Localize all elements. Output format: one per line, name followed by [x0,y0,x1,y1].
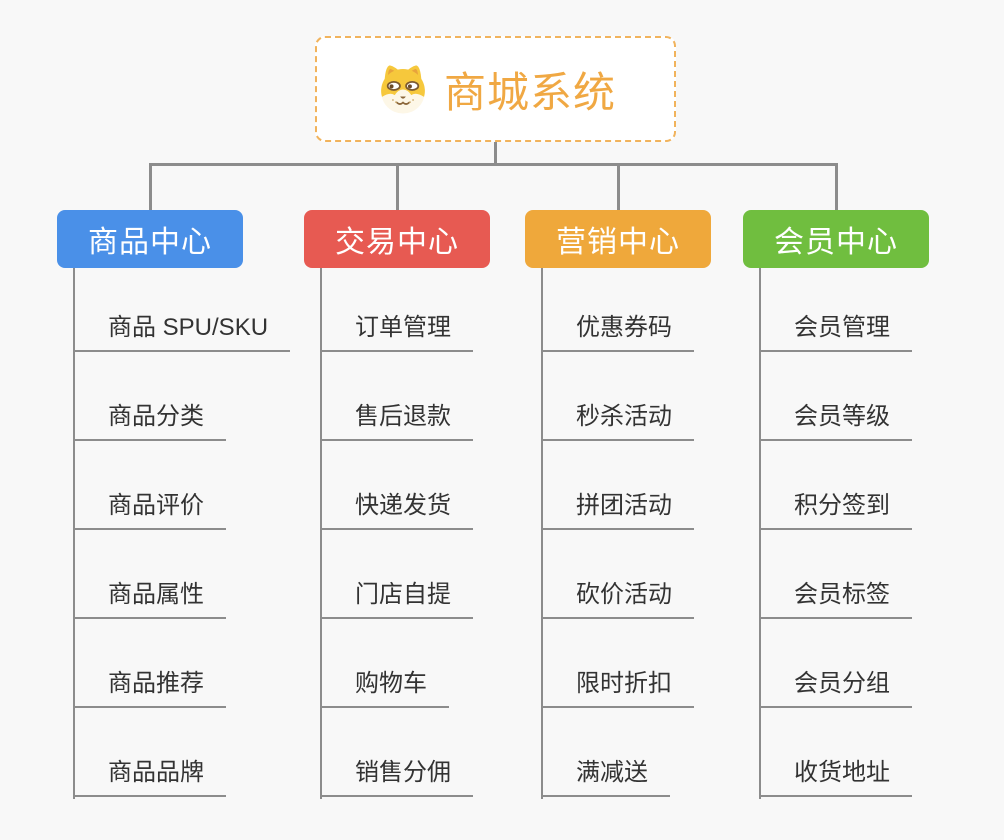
branch-drop-line [616,163,620,210]
branch-drop-line [148,163,152,210]
branch-header-1[interactable]: 商品中心 [57,210,243,268]
node-label: 拼团活动 [541,485,694,530]
branch-items: 优惠券码秒杀活动拼团活动砍价活动限时折扣满减送 [541,263,694,797]
node-label: 商品评价 [73,485,226,530]
mindmap-node[interactable]: 积分签到 [759,441,912,530]
mindmap-node[interactable]: 满减送 [541,708,694,797]
branch-spine-line [759,268,761,799]
branch-items: 会员管理会员等级积分签到会员标签会员分组收货地址 [759,263,912,797]
node-label: 门店自提 [320,574,473,619]
node-label: 商品 SPU/SKU [73,307,291,352]
node-label: 商品推荐 [73,663,226,708]
node-label: 收货地址 [759,752,912,797]
branch-header-3[interactable]: 营销中心 [525,210,711,268]
branch-label: 营销中心 [556,226,680,259]
node-label: 秒杀活动 [541,396,694,441]
node-label: 限时折扣 [541,663,694,708]
branch-label: 商品中心 [88,226,212,259]
mindmap-node[interactable]: 会员分组 [759,619,912,708]
mindmap-node[interactable]: 会员等级 [759,352,912,441]
node-label: 商品分类 [73,396,226,441]
branch-label: 会员中心 [774,226,898,259]
mindmap-node[interactable]: 限时折扣 [541,619,694,708]
node-label: 会员标签 [759,574,912,619]
mindmap-node[interactable]: 销售分佣 [320,708,473,797]
mindmap-node[interactable]: 商品分类 [73,352,290,441]
node-label: 商品属性 [73,574,226,619]
root-stem-line [494,142,497,163]
branch-label: 交易中心 [335,226,459,259]
mindmap-node[interactable]: 商品品牌 [73,708,290,797]
mindmap-node[interactable]: 秒杀活动 [541,352,694,441]
branch-drop-line [395,163,399,210]
branch-header-4[interactable]: 会员中心 [743,210,929,268]
mindmap-node[interactable]: 砍价活动 [541,530,694,619]
node-label: 会员等级 [759,396,912,441]
node-label: 会员管理 [759,307,912,352]
node-label: 售后退款 [320,396,473,441]
root-node[interactable]: 商城系统 [315,36,676,142]
branch-spine-line [541,268,543,799]
node-label: 销售分佣 [320,752,473,797]
mindmap-node[interactable]: 会员管理 [759,263,912,352]
node-label: 购物车 [320,663,449,708]
mindmap-node[interactable]: 订单管理 [320,263,473,352]
node-label: 砍价活动 [541,574,694,619]
branch-bus-line [148,163,838,166]
mindmap-node[interactable]: 商品属性 [73,530,290,619]
mindmap-node[interactable]: 优惠券码 [541,263,694,352]
mindmap-node[interactable]: 购物车 [320,619,473,708]
branch-items: 订单管理售后退款快递发货门店自提购物车销售分佣 [320,263,473,797]
mindmap-node[interactable]: 商品 SPU/SKU [73,263,291,352]
node-label: 优惠券码 [541,307,694,352]
node-label: 积分签到 [759,485,912,530]
branch-spine-line [320,268,322,799]
root-title: 商城系统 [443,68,616,116]
node-label: 订单管理 [320,307,473,352]
branch-spine-line [73,268,75,799]
mindmap-node[interactable]: 快递发货 [320,441,473,530]
node-label: 满减送 [541,752,670,797]
node-label: 快递发货 [320,485,473,530]
dog-face-icon [375,61,431,117]
branch-drop-line [834,163,838,210]
mindmap-node[interactable]: 收货地址 [759,708,912,797]
mindmap-node[interactable]: 商品推荐 [73,619,290,708]
branch-header-2[interactable]: 交易中心 [304,210,490,268]
node-label: 会员分组 [759,663,912,708]
mindmap-node[interactable]: 商品评价 [73,441,290,530]
node-label: 商品品牌 [73,752,226,797]
mindmap-node[interactable]: 拼团活动 [541,441,694,530]
mindmap-node[interactable]: 会员标签 [759,530,912,619]
branch-items: 商品 SPU/SKU 商品分类商品评价商品属性商品推荐商品品牌 [73,263,291,797]
mindmap-node[interactable]: 售后退款 [320,352,473,441]
mindmap-node[interactable]: 门店自提 [320,530,473,619]
